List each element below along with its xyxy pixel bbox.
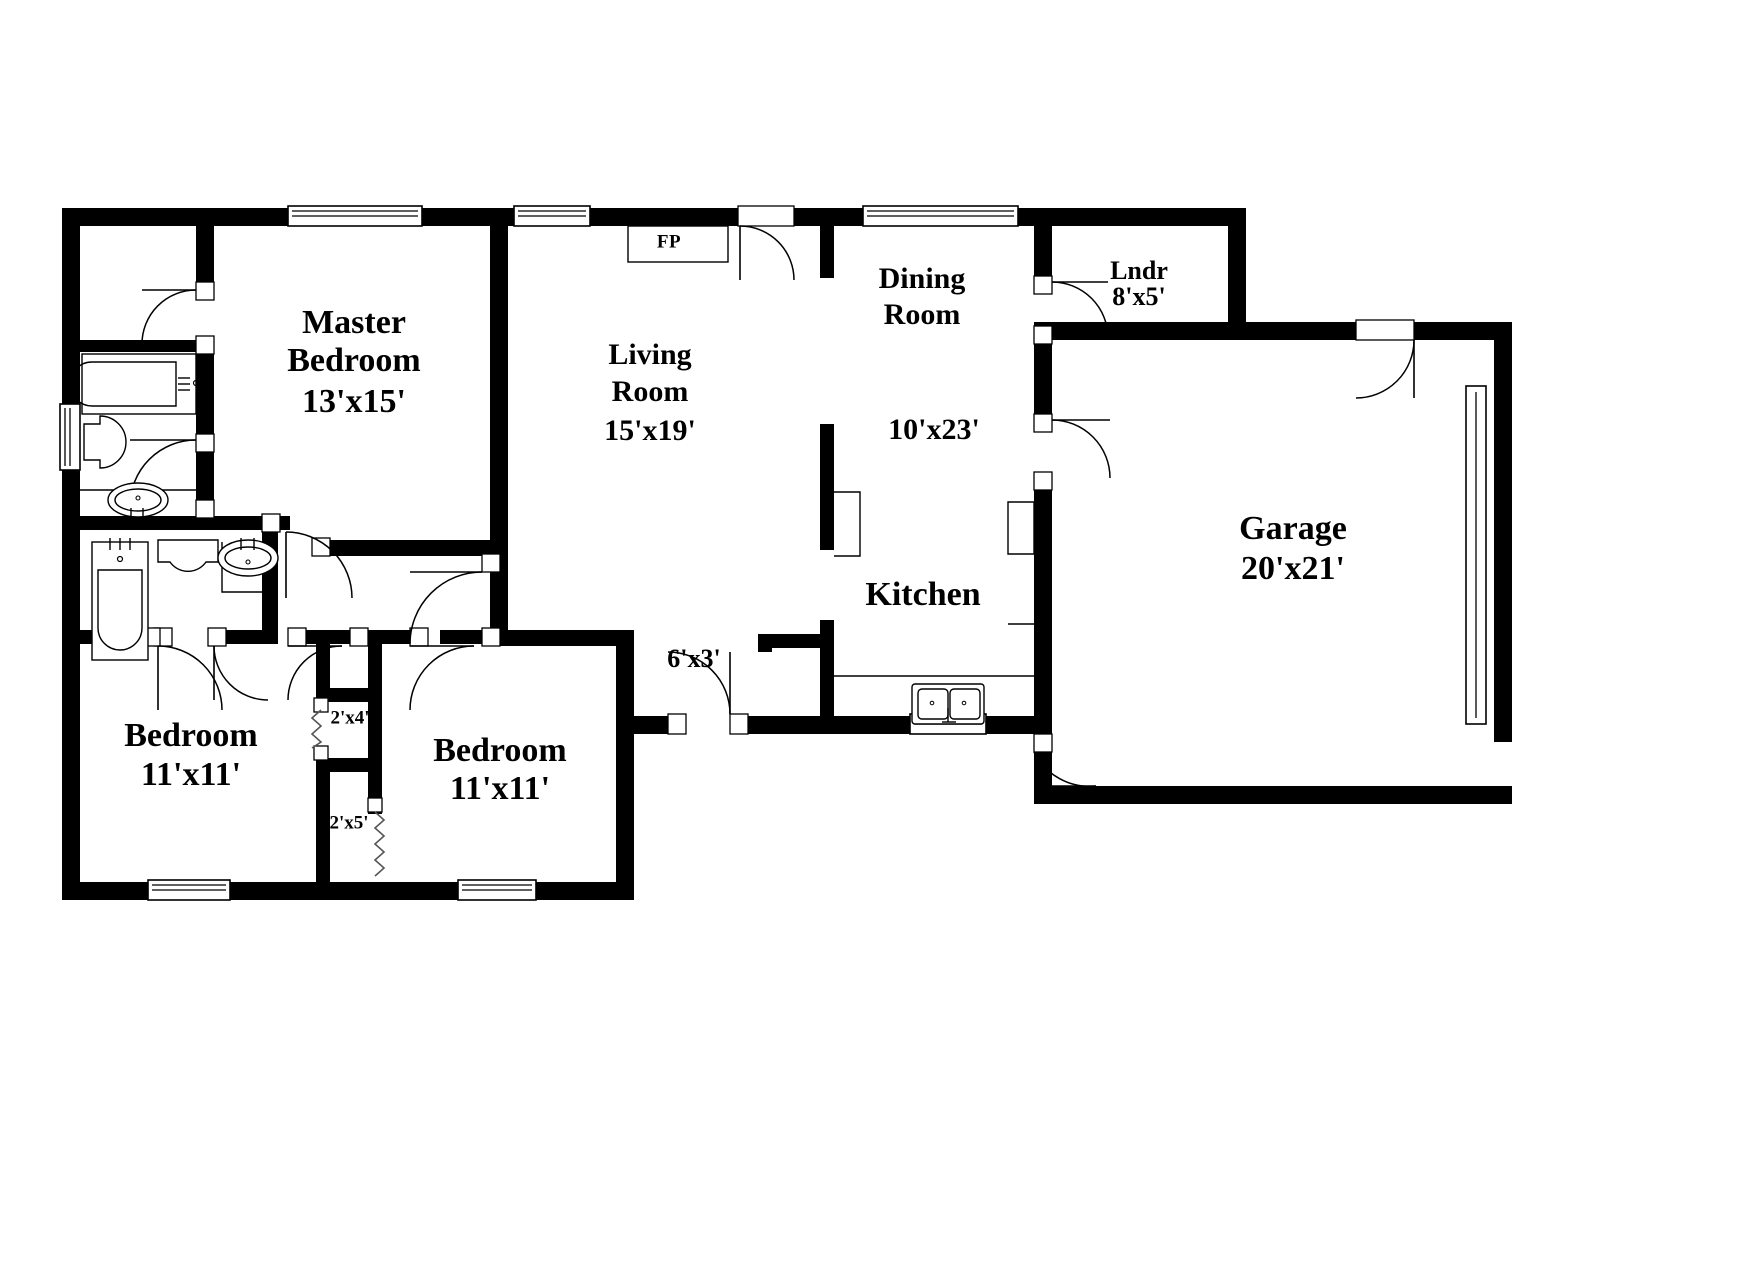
door-hall-closet[interactable] [667, 651, 749, 735]
fireplace [627, 225, 729, 263]
label-fireplace: FP [657, 231, 681, 252]
label-closet-b-dims: 2'x5' [329, 812, 368, 833]
label-hall-closet-dims: 6'x3' [667, 644, 720, 673]
door-laundry[interactable] [1033, 275, 1109, 345]
garage-walls [1034, 322, 1512, 804]
door-front-entry[interactable] [737, 205, 795, 281]
label-bedroom-2-name: Bedroom [124, 717, 257, 754]
window-dining-room [862, 205, 1019, 227]
interior-walls-left [80, 226, 634, 646]
window-bedroom-2 [147, 879, 231, 901]
door-master-bedroom[interactable] [261, 513, 353, 599]
exterior-walls [62, 208, 1246, 900]
fixtures [69, 225, 1035, 725]
kitchen-counters [834, 491, 1035, 677]
door-hall-upper[interactable] [409, 553, 501, 645]
label-living-room-line2: Room [612, 375, 689, 408]
label-closet-a-dims: 2'x4' [330, 707, 369, 728]
door-garage-entry[interactable] [1033, 413, 1111, 491]
bifold-doors[interactable] [310, 697, 386, 877]
label-master-bedroom-line2: Bedroom [287, 342, 420, 379]
room-labels: Master Bedroom 13'x15' Living Room 15'x1… [124, 231, 1347, 833]
window-master-bedroom [287, 205, 423, 227]
door-garage-side[interactable] [1033, 733, 1097, 788]
master-bathtub [69, 353, 200, 415]
label-laundry-name: Lndr [1110, 256, 1168, 285]
window-master-bath [59, 403, 81, 471]
door-garage-exterior[interactable] [1355, 319, 1415, 399]
label-master-bedroom-dims: 13'x15' [302, 383, 406, 420]
hall-toilet [157, 539, 219, 572]
master-sink [80, 482, 196, 518]
label-bedroom-3-name: Bedroom [433, 732, 566, 769]
door-hall-corridor[interactable] [287, 627, 369, 701]
door-bedroom-3[interactable] [409, 627, 501, 711]
label-dining-room-line2: Room [884, 298, 961, 331]
label-dining-room-line1: Dining [879, 262, 966, 295]
label-garage-name: Garage [1239, 510, 1347, 547]
label-master-bedroom-line1: Master [302, 304, 406, 341]
window-living-room [513, 205, 591, 227]
label-laundry-dims: 8'x5' [1112, 282, 1165, 311]
label-bedroom-2-dims: 11'x11' [141, 756, 241, 793]
label-living-room-dims: 15'x19' [604, 414, 696, 447]
interior-walls-right [758, 226, 1052, 734]
garage-overhead-door[interactable] [1465, 385, 1487, 725]
hall-bathtub [91, 538, 149, 661]
window-bedroom-3 [457, 879, 537, 901]
door-master-bath[interactable] [129, 433, 215, 519]
doors [129, 205, 1415, 788]
label-kitchen-name: Kitchen [865, 576, 980, 613]
label-garage-dims: 20'x21' [1241, 550, 1345, 587]
hall-sink [217, 538, 279, 593]
label-living-room-line1: Living [608, 338, 691, 371]
kitchen-double-sink [911, 683, 985, 725]
master-toilet [83, 415, 127, 469]
door-master-closet[interactable] [141, 281, 215, 355]
label-bedroom-3-dims: 11'x11' [450, 770, 550, 807]
label-dining-room-dims: 10'x23' [888, 413, 980, 446]
